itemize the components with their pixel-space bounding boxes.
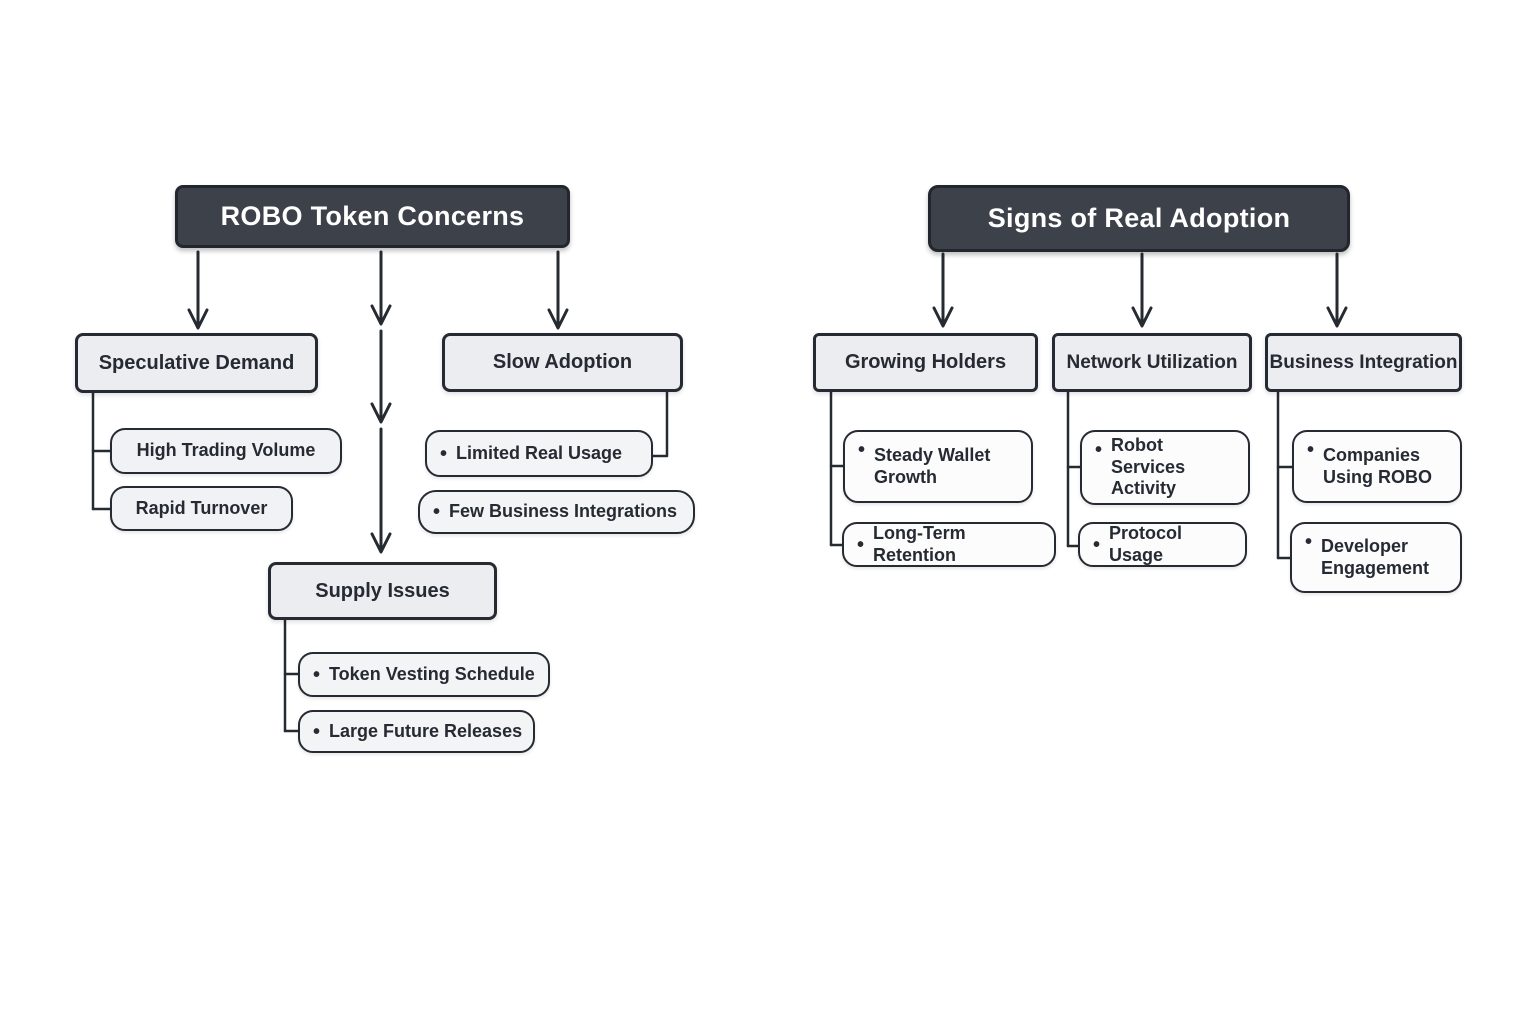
bullet-icon: • — [1307, 439, 1315, 461]
node-large-future-releases: • Large Future Releases — [298, 710, 535, 753]
node-robot-services-activity: • Robot Services Activity — [1080, 430, 1250, 505]
node-few-business-integrations: • Few Business Integrations — [418, 490, 695, 534]
node-label: Companies Using ROBO — [1323, 444, 1433, 487]
node-label: Limited Real Usage — [456, 442, 623, 463]
elbow-speculative-demand — [91, 390, 112, 511]
left-title-label: ROBO Token Concerns — [220, 201, 525, 231]
arrow-to-growing-holders — [932, 252, 954, 328]
node-slow-adoption: Slow Adoption — [442, 333, 683, 392]
bullet-icon: • — [1095, 439, 1103, 461]
right-title-label: Signs of Real Adoption — [987, 203, 1291, 233]
node-label: Speculative Demand — [98, 351, 295, 374]
node-high-trading-volume: High Trading Volume — [110, 428, 342, 474]
node-long-term-retention: • Long-Term Retention — [842, 522, 1056, 567]
node-token-vesting-schedule: • Token Vesting Schedule — [298, 652, 550, 697]
node-label: Token Vesting Schedule — [329, 663, 535, 684]
elbow-slow-adoption — [651, 389, 669, 458]
node-steady-wallet-growth: • Steady Wallet Growth — [843, 430, 1033, 503]
node-companies-using-robo: • Companies Using ROBO — [1292, 430, 1462, 503]
node-protocol-usage: • Protocol Usage — [1078, 522, 1247, 567]
left-diagram-title: ROBO Token Concerns — [175, 185, 570, 248]
arrow-to-slow-adoption — [547, 250, 569, 330]
node-label: High Trading Volume — [136, 440, 316, 461]
elbow-network-utilization — [1066, 389, 1082, 548]
node-developer-engagement: • Developer Engagement — [1290, 522, 1462, 593]
node-label: Growing Holders — [844, 351, 1007, 373]
node-label: Few Business Integrations — [449, 501, 678, 522]
elbow-business-integration — [1276, 389, 1294, 560]
node-label: Steady Wallet Growth — [874, 444, 991, 487]
node-speculative-demand: Speculative Demand — [75, 333, 318, 393]
node-limited-real-usage: • Limited Real Usage — [425, 430, 653, 477]
bullet-icon: • — [1093, 533, 1101, 556]
node-rapid-turnover: Rapid Turnover — [110, 486, 293, 531]
bullet-icon: • — [433, 501, 441, 523]
node-label: Rapid Turnover — [135, 497, 268, 518]
node-growing-holders: Growing Holders — [813, 333, 1038, 392]
node-label: Protocol Usage — [1109, 522, 1183, 565]
right-diagram-title: Signs of Real Adoption — [928, 185, 1350, 252]
elbow-supply-issues — [283, 617, 300, 733]
arrow-to-business-integration — [1326, 252, 1348, 328]
node-label: Business Integration — [1269, 351, 1458, 373]
bullet-icon: • — [1305, 531, 1313, 553]
bullet-icon: • — [440, 442, 448, 465]
arrow-to-network-utilization — [1131, 252, 1153, 328]
node-supply-issues: Supply Issues — [268, 562, 497, 620]
node-network-utilization: Network Utilization — [1052, 333, 1252, 392]
bullet-icon: • — [313, 720, 321, 743]
node-label: Robot Services Activity — [1111, 435, 1186, 499]
node-label: Slow Adoption — [492, 351, 633, 373]
bullet-icon: • — [313, 663, 321, 686]
elbow-growing-holders — [829, 389, 845, 547]
node-label: Long-Term Retention — [873, 522, 966, 565]
node-label: Network Utilization — [1066, 351, 1238, 373]
node-label: Supply Issues — [315, 579, 450, 602]
arrow-to-speculative-demand — [187, 250, 209, 330]
bullet-icon: • — [858, 439, 866, 461]
node-label: Large Future Releases — [329, 720, 523, 741]
bullet-icon: • — [857, 533, 865, 556]
arrow-chain-to-supply-issues — [370, 250, 392, 554]
node-label: Developer Engagement — [1321, 535, 1430, 578]
node-business-integration: Business Integration — [1265, 333, 1462, 392]
